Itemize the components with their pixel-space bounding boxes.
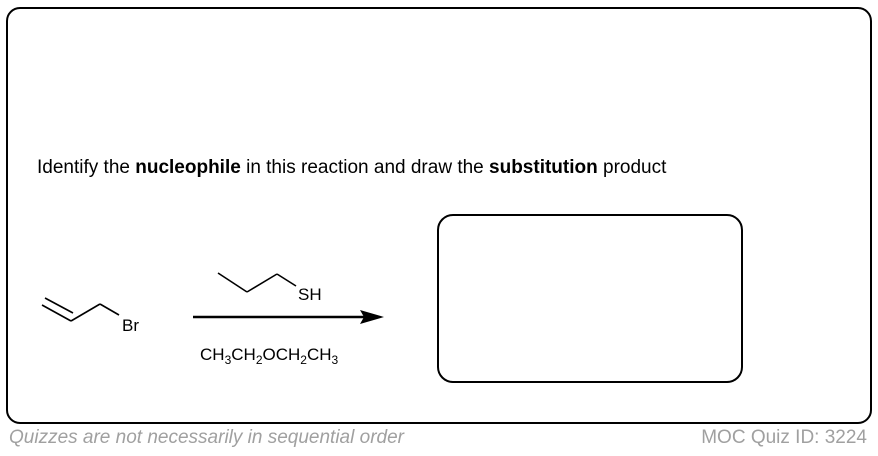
question-part: product: [597, 157, 667, 178]
sequence-note: Quizzes are not necessarily in sequentia…: [9, 427, 404, 448]
thiol-label: SH: [298, 285, 322, 304]
question-part: in this reaction and draw the: [240, 157, 490, 178]
propanethiol-structure: [217, 272, 297, 293]
bromine-label: Br: [122, 316, 139, 335]
allyl-bromide-structure: [41, 297, 120, 322]
product-answer-box[interactable]: [437, 214, 743, 383]
quiz-id: MOC Quiz ID: 3224: [701, 427, 867, 448]
question-bold-substitution: substitution: [489, 157, 598, 178]
solvent-label: CH3CH2OCH2CH3: [200, 345, 339, 367]
question-text: Identify the nucleophile in this reactio…: [37, 157, 666, 179]
question-bold-nucleophile: nucleophile: [135, 157, 241, 178]
quiz-card: [6, 7, 872, 424]
reaction-arrow: [193, 310, 384, 324]
question-part: Identify the: [37, 157, 136, 178]
